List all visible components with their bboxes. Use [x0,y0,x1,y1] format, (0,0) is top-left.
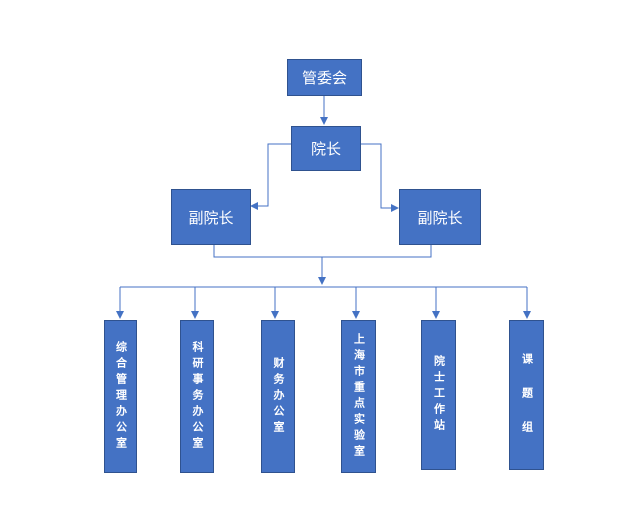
connector-dean-vice-right [361,143,399,212]
dean-label: 院长 [310,140,341,158]
department-label: 综合管理办公室 [114,340,128,453]
vice-dean-left-label: 副院长 [188,208,234,227]
department-label: 科研事务办公室 [191,340,204,453]
department-label: 上海市重点实验室 [352,332,366,461]
department-node-research-affairs: 科研事务办公室 [180,320,214,473]
dean-node: 院长 [291,126,361,171]
department-node-key-lab: 上海市重点实验室 [341,320,376,473]
connector-vice-bracket [213,245,432,258]
connector-dean-vice-left [250,143,291,210]
committee-label: 管委会 [301,69,347,87]
department-label: 课 题 组 [520,353,534,437]
department-node-academician-station: 院士工作站 [421,320,456,470]
department-node-general-admin: 综合管理办公室 [104,320,137,473]
committee-node: 管委会 [287,59,362,96]
department-node-research-groups: 课 题 组 [509,320,544,470]
vice-dean-right-label: 副院长 [417,208,463,227]
department-node-finance: 财务办公室 [261,320,295,473]
vice-dean-left-node: 副院长 [171,189,251,245]
department-label: 院士工作站 [432,355,446,435]
department-label: 财务办公室 [272,356,285,437]
vice-dean-right-node: 副院长 [399,189,481,245]
